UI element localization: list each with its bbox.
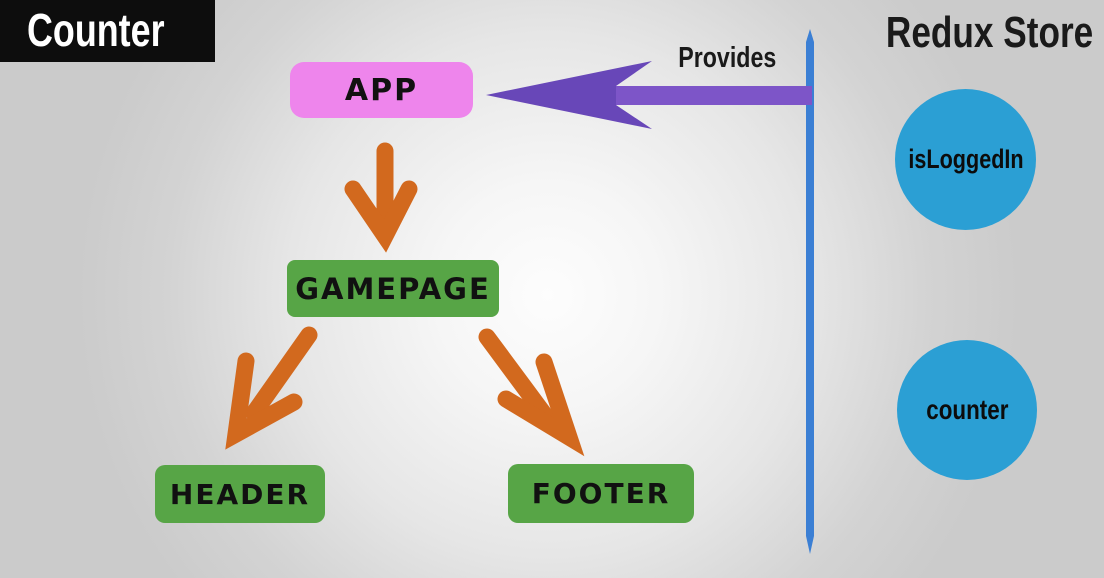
- provides-arrow-shaft: [612, 86, 812, 105]
- arrow-gamepage-to-footer: [478, 328, 585, 457]
- provides-label: Provides: [678, 42, 777, 74]
- store-title: Redux Store: [885, 8, 1094, 57]
- page-title: Counter: [0, 0, 215, 62]
- node-footer: FOOTER: [508, 464, 694, 523]
- arrow-app-to-gamepage: [344, 142, 418, 253]
- page-title-label: Counter: [27, 4, 165, 56]
- arrow-gamepage-to-header: [225, 326, 318, 450]
- node-footer-label: FOOTER: [531, 477, 671, 510]
- node-app: APP: [290, 62, 473, 118]
- node-header: HEADER: [155, 465, 325, 523]
- node-gamepage: GAMEPAGE: [287, 260, 499, 317]
- node-app-label: APP: [344, 72, 419, 108]
- store-state-counter: counter: [897, 340, 1037, 480]
- store-state-counter-label: counter: [925, 394, 1009, 425]
- node-header-label: HEADER: [169, 477, 311, 511]
- store-boundary-line: [806, 29, 814, 554]
- node-gamepage-label: GAMEPAGE: [295, 271, 491, 306]
- provides-arrow-head: [486, 61, 652, 129]
- store-state-isloggedin: isLoggedIn: [895, 89, 1036, 230]
- store-state-isloggedin-label: isLoggedIn: [907, 144, 1024, 174]
